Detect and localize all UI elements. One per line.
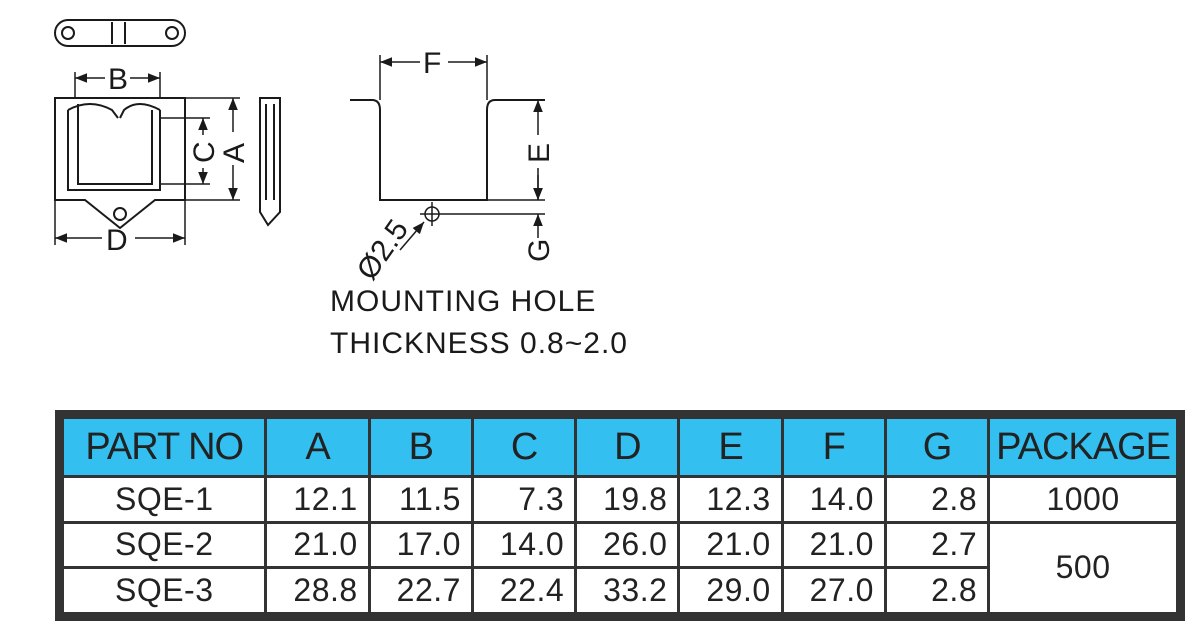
label-f: F (423, 47, 441, 80)
value-cell: 28.8 (267, 569, 368, 612)
header-part-no: PART NO (64, 419, 265, 475)
label-hole-diameter: Ø2.5 (351, 214, 415, 286)
value-cell: 12.3 (680, 478, 781, 521)
table-header-row: PART NO A B C D E F G PACKAGE (64, 419, 1176, 475)
value-cell: 2.8 (886, 478, 988, 521)
mounting-cutout-profile (350, 99, 545, 201)
value-cell: 22.7 (370, 569, 471, 612)
spec-table-frame: PART NO A B C D E F G PACKAGE SQE-1 12.1… (55, 410, 1185, 621)
header-a: A (267, 419, 368, 475)
table-row: SQE-1 12.1 11.5 7.3 19.8 12.3 14.0 2.8 1… (64, 478, 1176, 521)
value-cell: 21.0 (783, 523, 884, 567)
mounting-hole (399, 175, 545, 251)
clip-front-view (54, 97, 186, 230)
value-cell: 17.0 (370, 523, 471, 567)
package-cell: 500 (990, 523, 1176, 612)
value-cell: 22.4 (473, 569, 575, 612)
value-cell: 14.0 (783, 478, 884, 521)
label-a: A (218, 143, 251, 163)
note-mounting-hole: MOUNTING HOLE (330, 285, 597, 318)
note-thickness: THICKNESS 0.8~2.0 (330, 327, 628, 360)
dimension-f (379, 55, 488, 100)
value-cell: 11.5 (370, 478, 471, 521)
spec-table: PART NO A B C D E F G PACKAGE SQE-1 12.1… (61, 416, 1179, 615)
header-f: F (783, 419, 884, 475)
dimension-c (160, 117, 210, 185)
part-no-cell: SQE-3 (64, 569, 265, 612)
label-b: B (108, 63, 128, 96)
clip-side-view (259, 97, 281, 227)
value-cell: 12.1 (267, 478, 368, 521)
table-row: SQE-3 28.8 22.7 22.4 33.2 29.0 27.0 2.8 (64, 569, 1176, 612)
dimension-a (185, 97, 240, 201)
header-b: B (370, 419, 471, 475)
value-cell: 33.2 (577, 569, 678, 612)
package-cell: 1000 (990, 478, 1176, 521)
part-no-cell: SQE-1 (64, 478, 265, 521)
value-cell: 19.8 (577, 478, 678, 521)
label-d: D (106, 224, 128, 257)
label-e: E (523, 143, 556, 163)
clip-top-view (54, 19, 186, 47)
part-no-cell: SQE-2 (64, 523, 265, 567)
dimension-b (74, 72, 161, 98)
value-cell: 21.0 (680, 523, 781, 567)
label-c: C (188, 141, 221, 163)
header-package: PACKAGE (990, 419, 1176, 475)
dimension-d (54, 200, 186, 245)
value-cell: 26.0 (577, 523, 678, 567)
value-cell: 21.0 (267, 523, 368, 567)
header-c: C (473, 419, 575, 475)
value-cell: 29.0 (680, 569, 781, 612)
label-g: G (523, 239, 556, 262)
value-cell: 2.7 (886, 523, 988, 567)
value-cell: 14.0 (473, 523, 575, 567)
header-g: G (886, 419, 988, 475)
value-cell: 27.0 (783, 569, 884, 612)
table-row: SQE-2 21.0 17.0 14.0 26.0 21.0 21.0 2.7 … (64, 523, 1176, 612)
value-cell: 2.8 (886, 569, 988, 612)
header-e: E (680, 419, 781, 475)
value-cell: 7.3 (473, 478, 575, 521)
header-d: D (577, 419, 678, 475)
technical-drawing: B C A D F E (54, 19, 556, 286)
